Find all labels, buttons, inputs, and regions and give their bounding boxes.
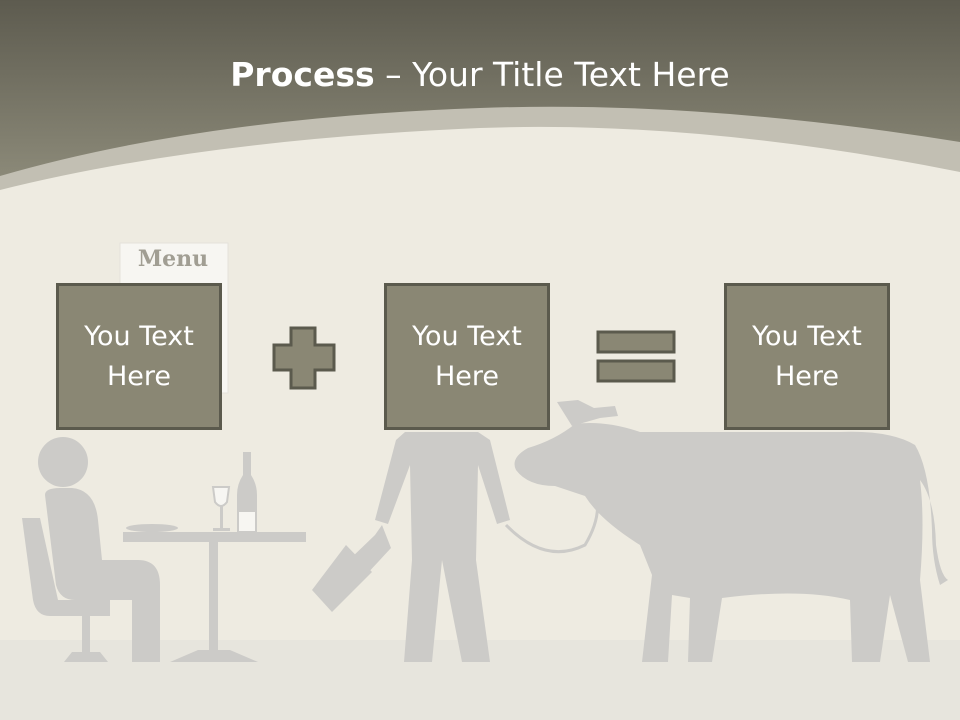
table-icon bbox=[123, 524, 306, 662]
title-rest-text: Your Title Text Here bbox=[412, 55, 730, 94]
cow-icon bbox=[514, 400, 948, 662]
seated-person-icon bbox=[22, 437, 160, 662]
text-box-1[interactable]: You Text Here bbox=[56, 283, 222, 430]
slide-title: Process – Your Title Text Here bbox=[0, 52, 960, 98]
leash-line bbox=[504, 499, 599, 554]
wine-glass-icon bbox=[211, 486, 231, 531]
text-box-3-label: You Text Here bbox=[752, 320, 862, 392]
text-box-3[interactable]: You Text Here bbox=[724, 283, 890, 430]
menu-label: Menu bbox=[137, 246, 209, 272]
text-box-1-label: You Text Here bbox=[84, 320, 194, 392]
title-dash: – bbox=[374, 55, 413, 94]
cleaver-icon bbox=[312, 525, 391, 612]
header-dark-band bbox=[0, 0, 960, 176]
equals-icon bbox=[596, 330, 676, 383]
text-box-2[interactable]: You Text Here bbox=[384, 283, 550, 430]
wine-bottle-icon bbox=[237, 452, 257, 532]
title-bold-text: Process bbox=[230, 55, 375, 94]
plus-icon bbox=[272, 326, 336, 390]
butcher-icon bbox=[375, 432, 510, 662]
text-box-2-label: You Text Here bbox=[412, 320, 522, 392]
